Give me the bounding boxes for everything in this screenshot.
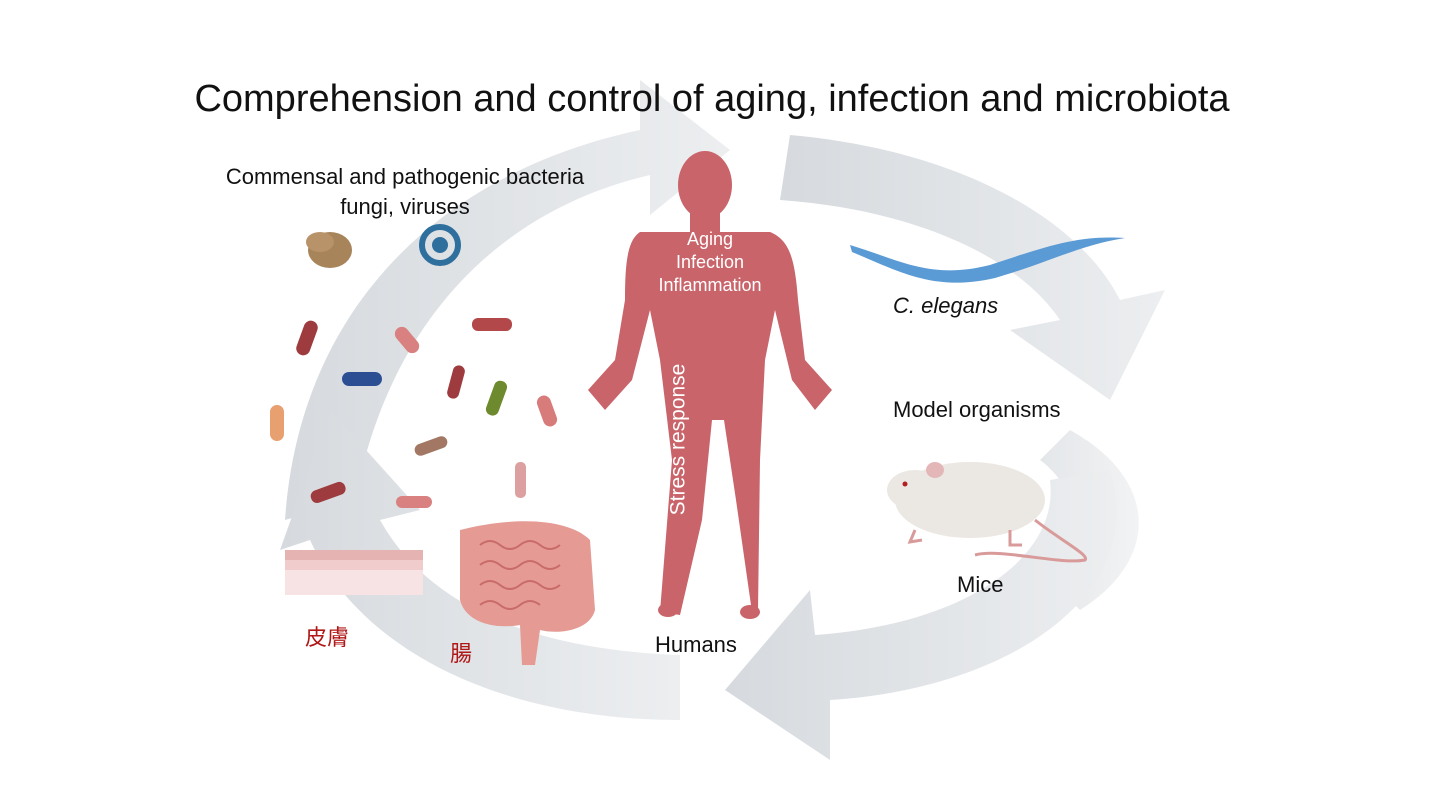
mouse — [887, 462, 1087, 563]
c-elegans-label: C. elegans — [893, 293, 999, 318]
human-silhouette — [588, 151, 832, 619]
human-condition-labels: Aging Infection Inflammation — [640, 228, 780, 297]
model-organisms-label: Model organisms — [893, 397, 1061, 422]
label-inflammation: Inflammation — [658, 275, 762, 295]
arrow-bottom — [725, 470, 1117, 760]
microbes-line2: fungi, viruses — [340, 194, 470, 219]
stress-response-label: Stress response — [666, 363, 690, 516]
microbes-caption: Commensal and pathogenic bacteria fungi,… — [190, 162, 620, 222]
skin-illustration — [285, 550, 423, 595]
microbes — [270, 224, 558, 508]
label-infection: Infection — [675, 252, 745, 272]
skin-label: 皮膚 — [305, 626, 350, 651]
gut-label: 腸 — [450, 642, 473, 667]
cycle-arrows — [280, 80, 1165, 760]
arrow-left — [280, 410, 680, 720]
microbes-line1: Commensal and pathogenic bacteria — [225, 164, 585, 189]
virus-icon — [419, 224, 461, 266]
humans-label: Humans — [655, 632, 737, 657]
label-aging: Aging — [686, 229, 734, 249]
page-title: Comprehension and control of aging, infe… — [194, 78, 1230, 120]
c-elegans-worm — [850, 237, 1125, 283]
arrow-right — [780, 135, 1165, 400]
mice-label: Mice — [957, 572, 1004, 597]
intestine-illustration — [460, 521, 595, 665]
